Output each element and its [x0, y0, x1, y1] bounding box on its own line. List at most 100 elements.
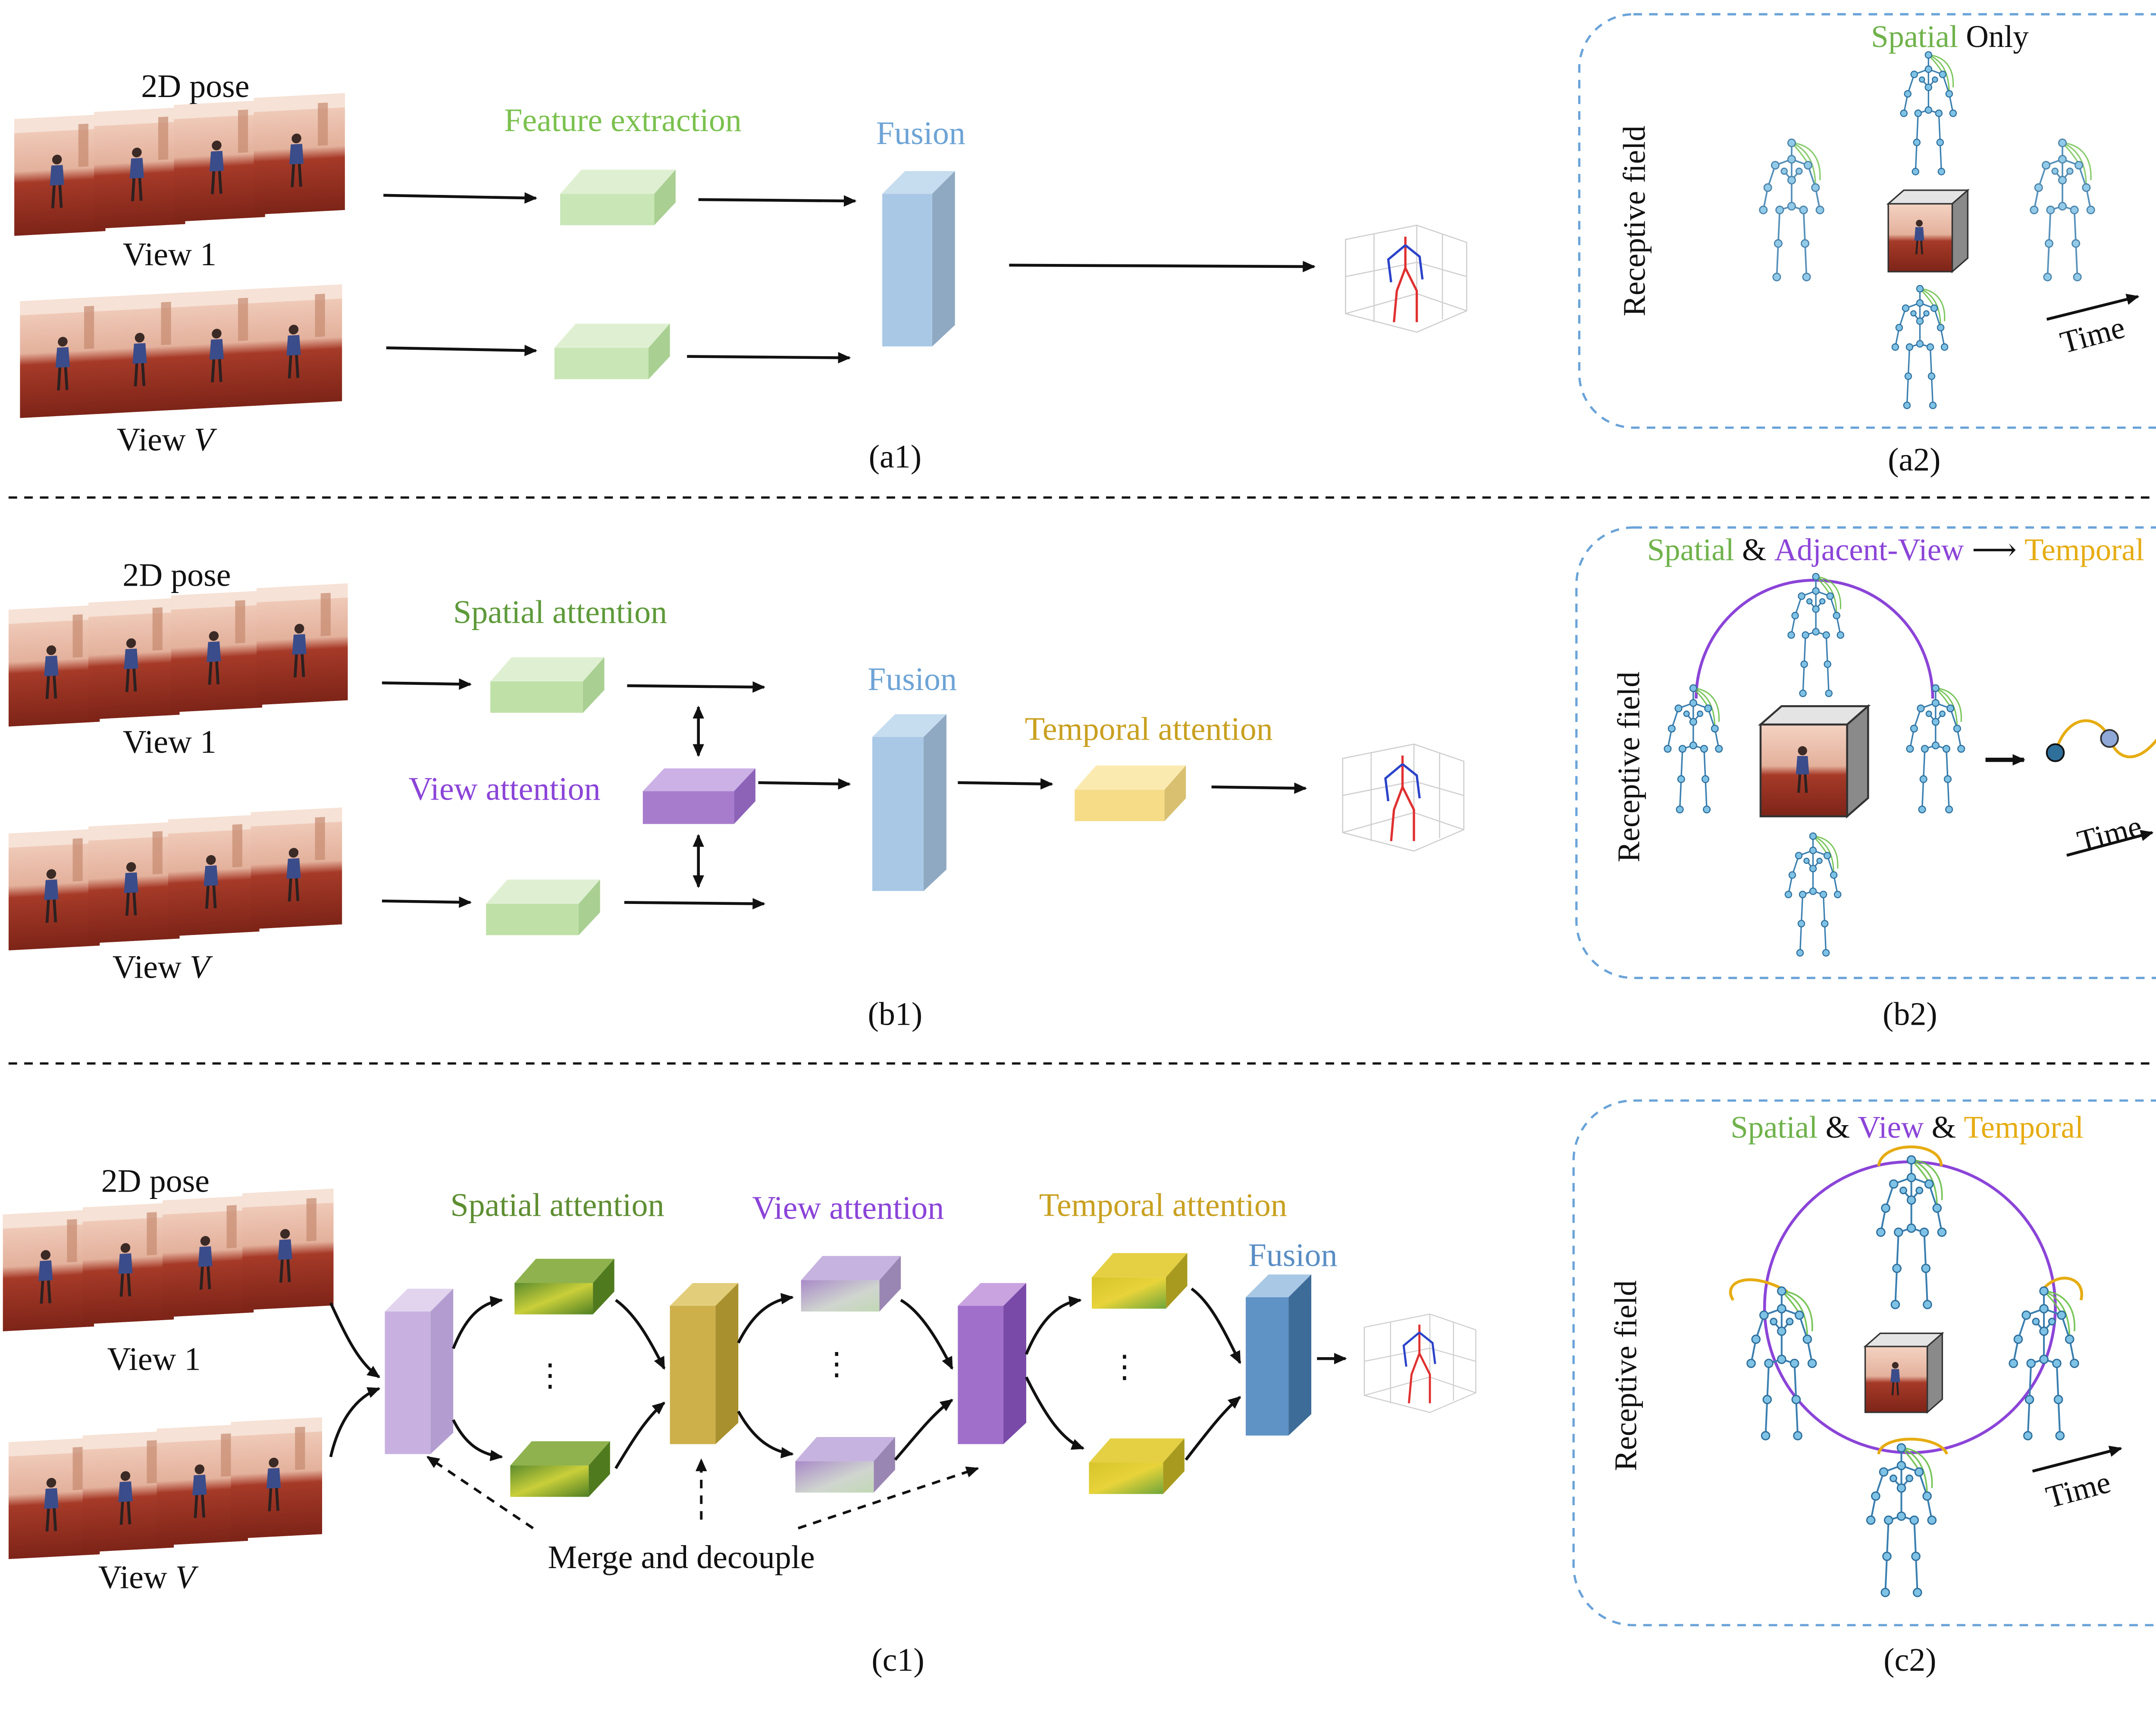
- a-time-label: Time: [2056, 310, 2128, 360]
- c-view1-label: View 1: [107, 1341, 201, 1377]
- c-temporal-attention-label: Temporal attention: [1039, 1187, 1287, 1224]
- a-view1-label: View 1: [123, 236, 216, 273]
- c-dots-3: ⋮: [1109, 1349, 1141, 1384]
- c-merge-arrow-1: [426, 1456, 534, 1529]
- c-temporal-loop-top: [1877, 1145, 1943, 1167]
- c-viewV-label: View V: [98, 1559, 199, 1595]
- c-caption-right: (c2): [1883, 1642, 1936, 1678]
- panel-b: 2D pose View 1 View V Spatial attention: [9, 526, 2156, 1032]
- a-receptive-field-label: Receptive field: [1617, 126, 1652, 316]
- c-receptive-field-label: Receptive field: [1608, 1280, 1643, 1471]
- c-fusion-label: Fusion: [1248, 1237, 1338, 1273]
- a-skeleton-top: [1901, 52, 1956, 175]
- a-arrow-3: [698, 195, 857, 207]
- c-arrow-in-1: [329, 1302, 380, 1378]
- a-caption-right: (a2): [1888, 442, 1940, 478]
- c-arrow-join-2b: [894, 1399, 953, 1461]
- b-arrow-4: [624, 898, 766, 910]
- c-temporal-block-1: [1092, 1253, 1188, 1309]
- b-viewV-frames: [9, 807, 342, 950]
- c-arrow-join-3a: [1191, 1287, 1241, 1365]
- c-fusion-block: [1245, 1274, 1312, 1436]
- c-spatial-block-1: [514, 1258, 614, 1315]
- c-arrow-join-1b: [614, 1402, 665, 1469]
- a-cube: [1888, 190, 1968, 272]
- a-skeleton-bottom: [1892, 286, 1948, 408]
- b-view1-label: View 1: [123, 724, 216, 760]
- b-skeleton-right: [1907, 685, 1965, 813]
- b-skeleton-top: [1788, 574, 1844, 697]
- c-arrow-join-2a: [900, 1299, 954, 1370]
- b-arrow-5: [758, 778, 851, 790]
- b-view-arc: [1695, 579, 1934, 699]
- c-viewV-frames: [9, 1417, 322, 1559]
- c-rf-title: Spatial & View & Temporal: [1730, 1110, 2084, 1145]
- c-output-3d-pose: [1364, 1314, 1476, 1412]
- b-skeleton-bottom: [1785, 833, 1841, 956]
- a-receptive-box: [1578, 13, 2156, 429]
- c-time-arrow: [2032, 1446, 2122, 1473]
- b-temporal-block: [1075, 766, 1186, 821]
- a-viewV-label: View V: [117, 422, 217, 458]
- a-arrow-1: [383, 192, 538, 204]
- c-arrow-split-1b: [452, 1419, 503, 1462]
- c-skeleton-right: [2009, 1287, 2078, 1440]
- c-cube: [1865, 1333, 1943, 1412]
- b-pose-title: 2D pose: [122, 557, 231, 593]
- a-arrow-4: [687, 352, 851, 364]
- c-arrow-in-2: [329, 1387, 381, 1457]
- a-feature-extraction-label: Feature extraction: [504, 102, 742, 138]
- c-arrow-split-3a: [1025, 1296, 1082, 1355]
- panel-a: 2D pose View 1 View V Feature extraction: [14, 13, 2156, 478]
- b-skeleton-left: [1664, 685, 1722, 813]
- b-caption-right: (b2): [1883, 996, 1937, 1032]
- b-viewV-label: View V: [113, 949, 213, 985]
- b-time-arrow: [2066, 830, 2154, 857]
- a-fusion-block: [882, 171, 955, 347]
- c-arrow-split-2a: [737, 1293, 794, 1344]
- b-arrow-3: [627, 681, 766, 693]
- c-view-block-2: [795, 1437, 895, 1493]
- panel-c: 2D pose View 1 View V Spatial attention: [3, 1099, 2156, 1678]
- c-dots-2: ⋮: [821, 1346, 852, 1381]
- c-merge-block-3: [958, 1283, 1026, 1444]
- a-rf-title: Spatial Only: [1871, 19, 2029, 54]
- c-caption-left: (c1): [871, 1642, 924, 1678]
- c-skeleton-left: [1747, 1287, 1816, 1440]
- a-arrow-5: [1009, 260, 1316, 273]
- b-arrow-1: [382, 678, 472, 690]
- c-arrow-split-3b: [1025, 1376, 1085, 1450]
- c-view1-frames: [3, 1189, 334, 1331]
- b-spatial-block-2: [486, 879, 600, 935]
- c-temporal-loop-left: [1729, 1278, 1788, 1301]
- b-cube: [1761, 706, 1868, 816]
- c-skeleton-top: [1877, 1156, 1946, 1308]
- a-time-arrow: [2046, 294, 2140, 321]
- a-viewV-frames: [20, 284, 342, 418]
- a-output-3d-pose: [1345, 225, 1467, 332]
- c-temporal-loop-right: [2040, 1277, 2083, 1301]
- b-view-block: [642, 768, 755, 824]
- c-arrow-split-1a: [452, 1296, 503, 1349]
- b-receptive-field-label: Receptive field: [1611, 671, 1646, 862]
- c-view-block-1: [801, 1256, 901, 1312]
- b-view1-frames: [9, 584, 348, 727]
- c-arrow-join-1a: [615, 1299, 666, 1370]
- b-view-attention-label: View attention: [409, 771, 601, 807]
- a-caption-left: (a1): [869, 439, 921, 475]
- b-temporal-attention-label: Temporal attention: [1025, 711, 1273, 747]
- a-skeleton-left: [1760, 139, 1824, 281]
- b-rf-title: Spatial & Adjacent-View ⟶ Temporal: [1647, 532, 2144, 567]
- b-fusion-block: [872, 714, 946, 891]
- b-arrow-6: [958, 778, 1053, 790]
- b-receptive-box: [1575, 526, 2156, 979]
- a-skeleton-right: [2031, 139, 2095, 281]
- c-temporal-block-2: [1089, 1438, 1185, 1494]
- b-caption-left: (b1): [868, 996, 923, 1032]
- a-feature-block-2: [554, 323, 670, 380]
- b-temporal-node-1: [2046, 743, 2065, 762]
- c-arrow-join-3b: [1185, 1396, 1241, 1461]
- c-spatial-attention-label: Spatial attention: [450, 1187, 664, 1224]
- b-temporal-node-2: [2100, 729, 2119, 748]
